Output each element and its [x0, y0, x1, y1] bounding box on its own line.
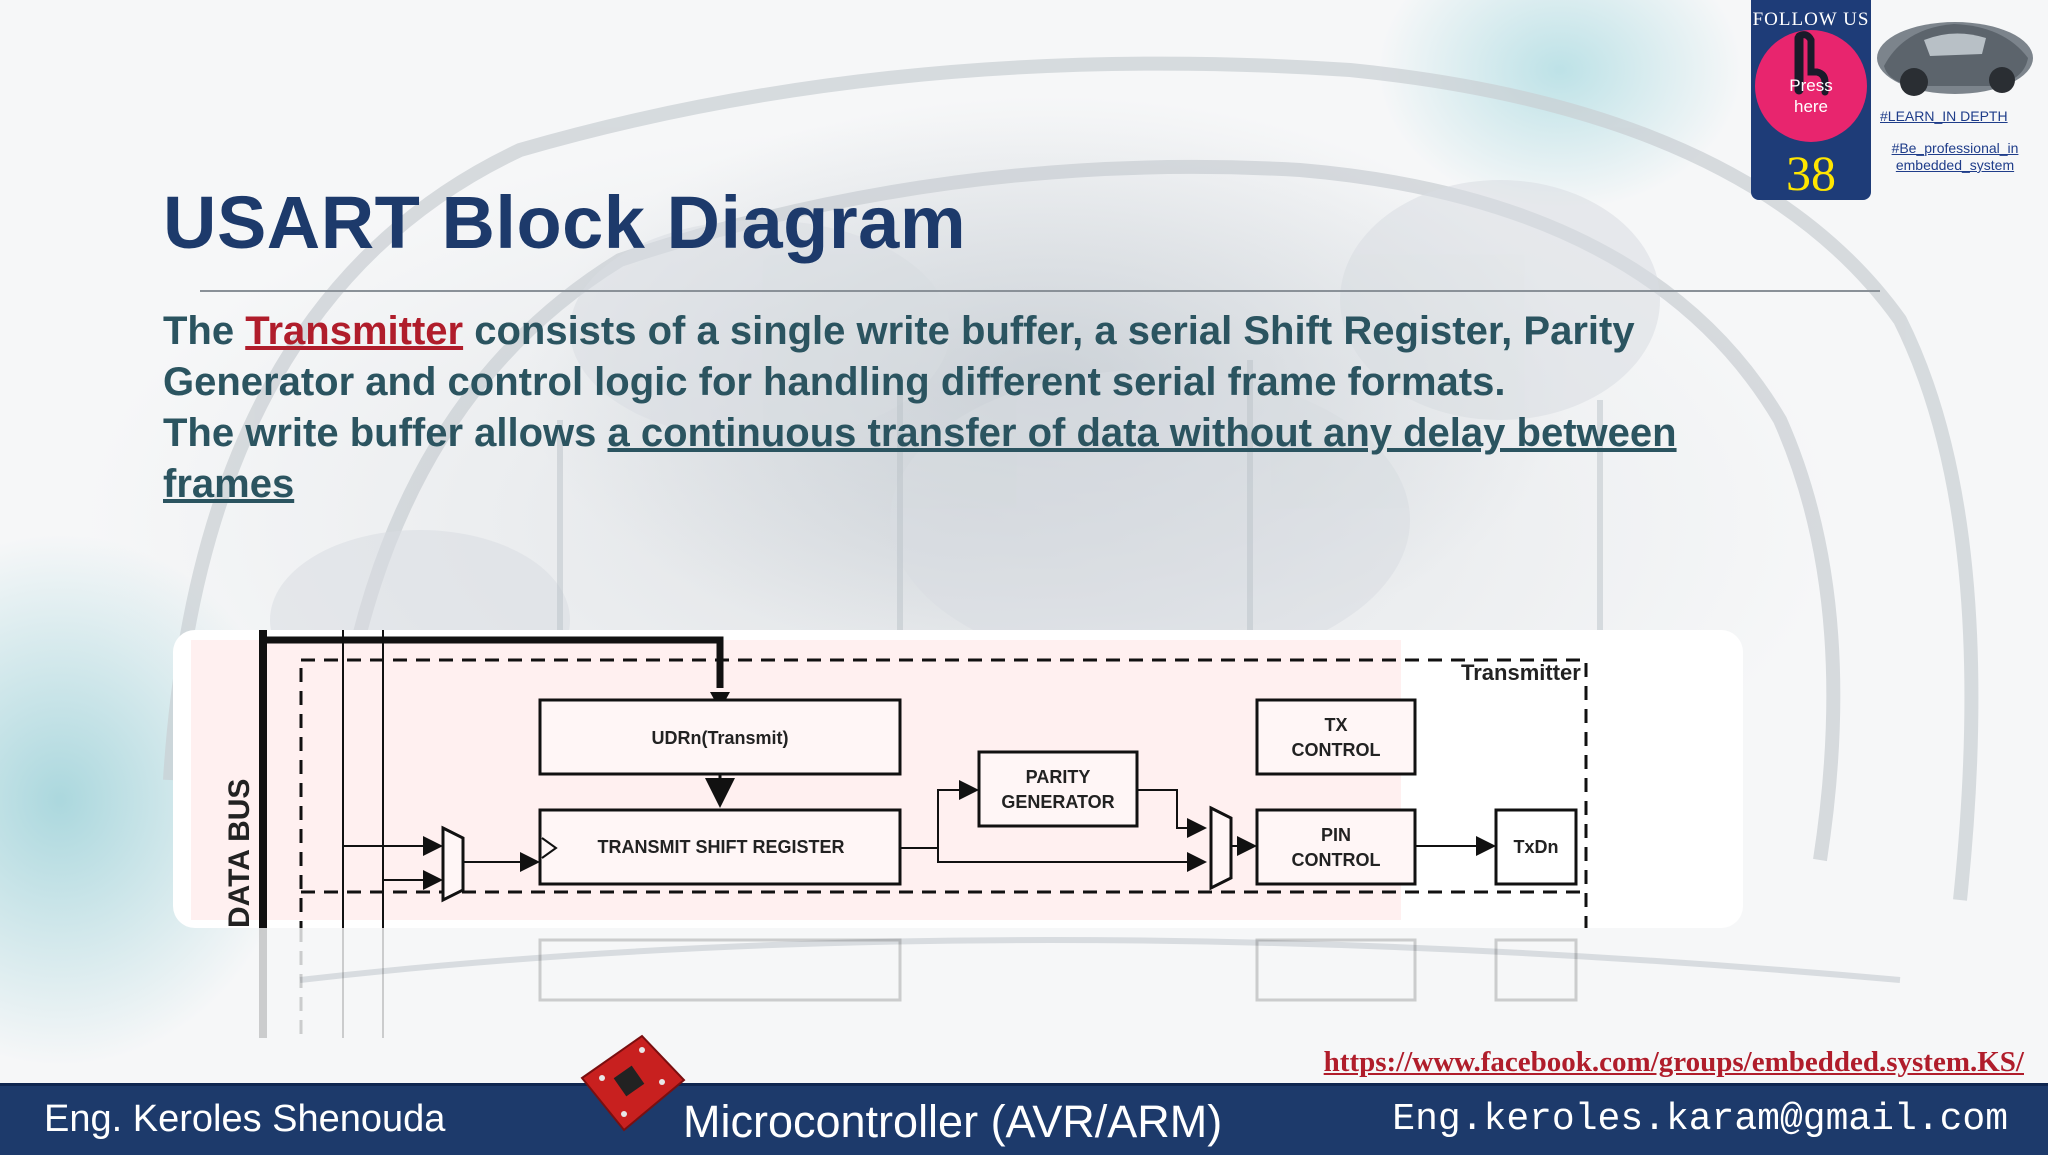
title-divider	[200, 290, 1880, 292]
paragraph-transmitter: The Transmitter consists of a single wri…	[163, 306, 1803, 408]
course-title: Microcontroller (AVR/ARM)	[683, 1096, 1223, 1147]
transmitter-keyword: Transmitter	[245, 309, 464, 353]
dev-board-image	[572, 1030, 692, 1140]
dev-board-graphic	[580, 1034, 686, 1132]
txdn-label: TxDn	[1514, 837, 1559, 857]
pin-control-line1: PIN	[1321, 825, 1351, 845]
shift-to-output-mux	[937, 848, 1207, 872]
data-bus-label: DATA BUS	[223, 779, 256, 928]
tx-control-line1: TX	[1324, 715, 1347, 735]
learn-in-depth-tag[interactable]: #LEARN_IN DEPTH	[1880, 108, 2008, 124]
pin-control-line2: CONTROL	[1292, 850, 1381, 870]
tag2-line2: embedded_system	[1895, 157, 2015, 173]
tx-control-line2: CONTROL	[1292, 740, 1381, 760]
hand-pointer-icon	[1794, 31, 1829, 96]
transmitter-boundary	[299, 658, 1588, 928]
parity-generator-block	[977, 750, 1139, 828]
pin-control-block	[1255, 808, 1417, 886]
parity-label-line1: PARITY	[1026, 767, 1091, 787]
paragraph-write-buffer: The write buffer allows a continuous tra…	[163, 408, 1803, 510]
p2-lead: The write buffer allows	[163, 411, 608, 455]
usart-transmitter-diagram: Transmitter UDRn(Transmit) TRANSMIT SHIF…	[173, 630, 1743, 928]
reflection-drawing	[259, 928, 1578, 1038]
follow-us-label: FOLLOW US	[1752, 9, 1870, 30]
udr-block	[538, 698, 902, 776]
shift-register-label: TRANSMIT SHIFT REGISTER	[598, 837, 845, 857]
clock-symbol	[541, 837, 558, 859]
txdn-pin-block	[1494, 808, 1578, 886]
follow-us-badge[interactable]: FOLLOW US Press here 38	[1751, 0, 1871, 201]
facebook-group-link[interactable]: https://www.facebook.com/groups/embedded…	[1323, 1046, 2024, 1078]
transmitter-label: Transmitter	[1461, 660, 1581, 685]
p1-rest: consists of a single write buffer, a ser…	[163, 309, 1635, 404]
press-here-text[interactable]: Press here	[1751, 75, 1871, 117]
author-name: Eng. Keroles Shenouda	[44, 1098, 446, 1140]
slide-number: 38	[1786, 145, 1836, 201]
input-mux	[441, 825, 465, 903]
p2-underlined: a continuous transfer of data without an…	[163, 411, 1677, 506]
diagram-reflection	[173, 928, 1743, 1038]
udr-label: UDRn(Transmit)	[651, 728, 788, 748]
press-line2: here	[1793, 97, 1829, 116]
footer-bar: Eng. Keroles Shenouda Microcontroller (A…	[0, 1083, 2048, 1155]
author-email[interactable]: Eng.keroles.karam@gmail.com	[1392, 1098, 2008, 1141]
be-professional-tag[interactable]: #Be_professional_in embedded_system	[1880, 140, 2030, 174]
shift-to-parity	[900, 780, 979, 849]
p1-lead: The	[163, 309, 246, 353]
parity-label-line2: GENERATOR	[1001, 792, 1114, 812]
bus-to-udr	[263, 636, 724, 688]
tx-control-block	[1255, 698, 1417, 776]
parity-to-mux	[1137, 789, 1207, 838]
press-here-button[interactable]	[1755, 30, 1867, 142]
car-thumbnail[interactable]	[1874, 10, 2036, 102]
press-line1: Press	[1789, 76, 1833, 95]
output-mux	[1209, 805, 1233, 891]
car-thumbnail-image	[1877, 22, 2033, 96]
slide-title: USART Block Diagram	[163, 181, 967, 264]
shift-register-block	[538, 808, 902, 886]
slide-body: The Transmitter consists of a single wri…	[163, 306, 1803, 510]
tag2-line1: #Be_professional_in	[1891, 140, 2019, 156]
diagram-drawing: Transmitter UDRn(Transmit) TRANSMIT SHIF…	[223, 630, 1588, 928]
